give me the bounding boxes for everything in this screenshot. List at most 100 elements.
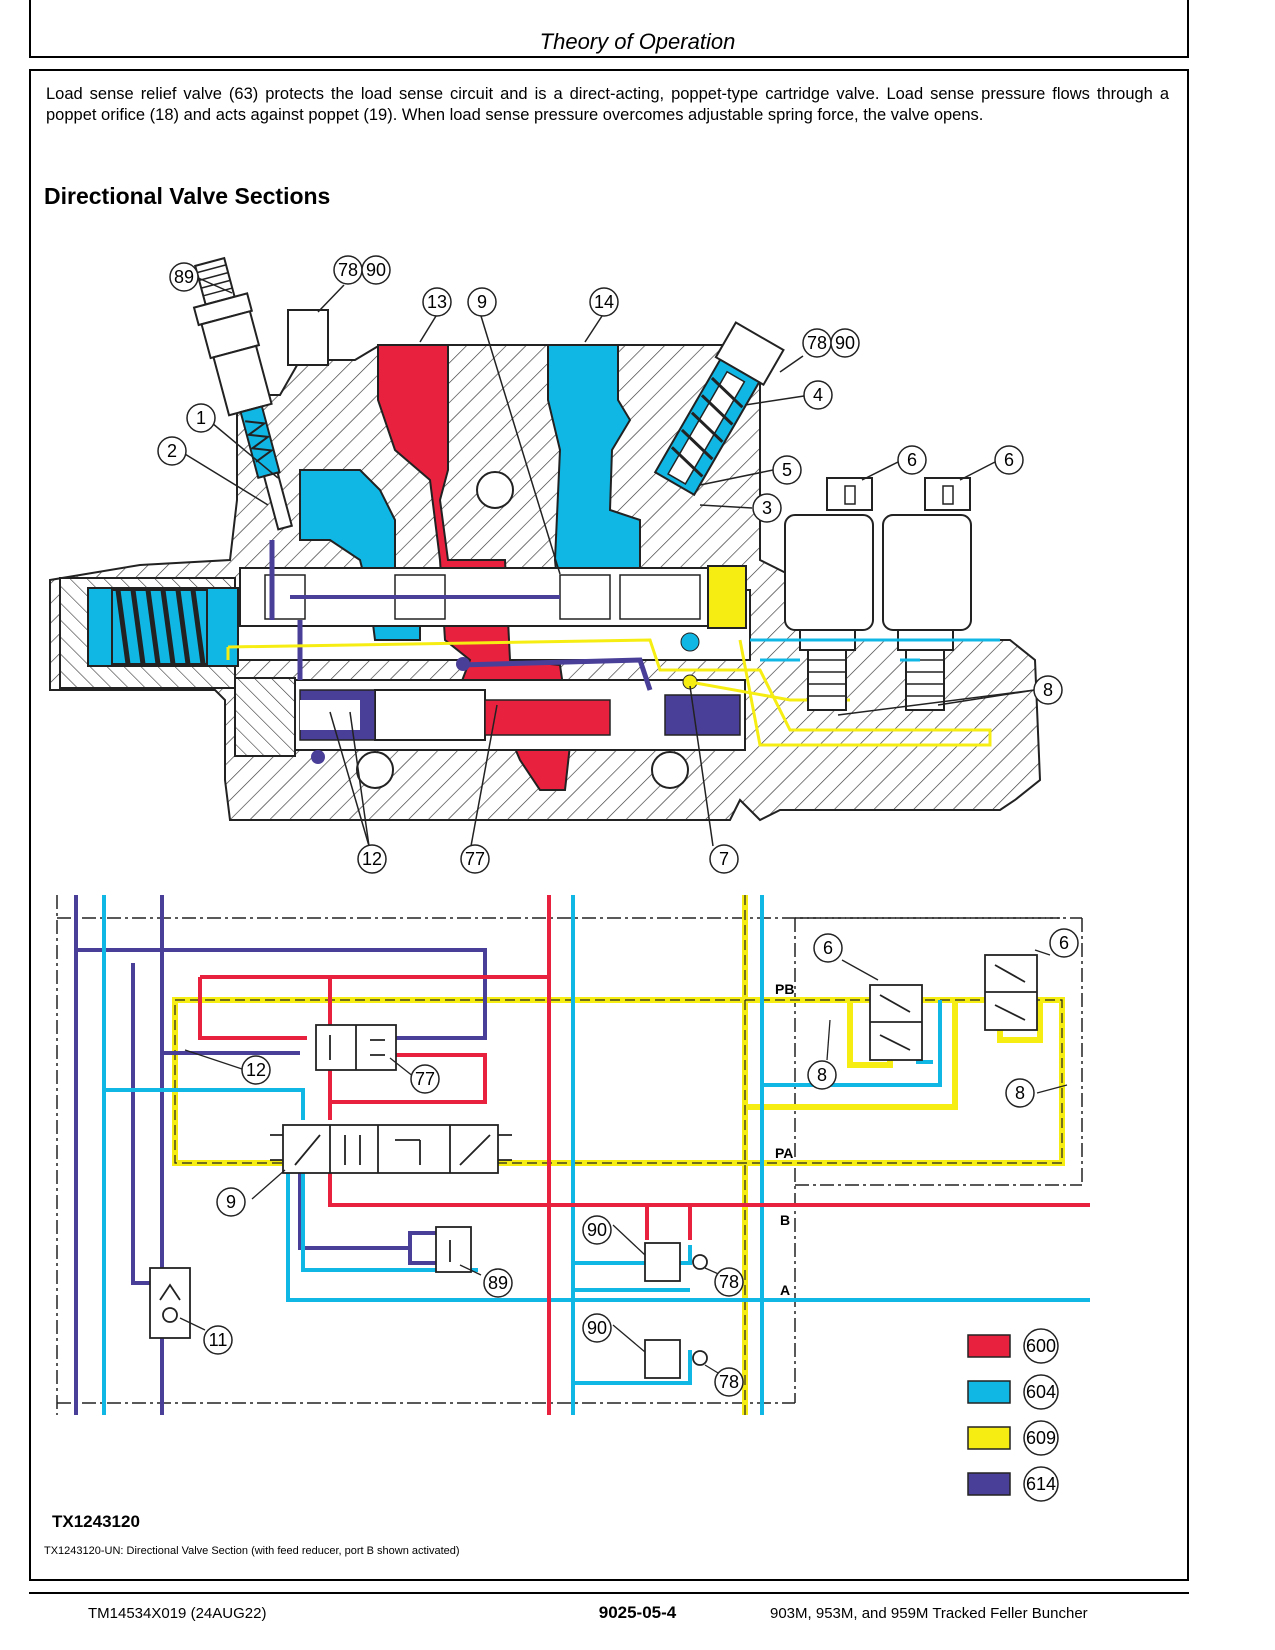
schematic-callout-9: 9 (216, 1187, 246, 1217)
port-relief-lower (644, 1339, 708, 1379)
schematic-callout-12: 12 (241, 1055, 271, 1085)
svg-text:13: 13 (427, 292, 447, 312)
schematic-callouts: 6 6 8 8 12 77 9 11 89 90 90 78 78 (203, 928, 1079, 1397)
relief-bracket (287, 309, 329, 366)
callout-5: 5 (772, 455, 802, 485)
feed-reducer-plug (234, 677, 296, 757)
schematic-callout-8: 8 (1005, 1078, 1035, 1108)
section-leader-lines (179, 276, 1036, 847)
svg-text:8: 8 (1015, 1083, 1025, 1103)
schematic-callout-89: 89 (483, 1268, 513, 1298)
header-frame (29, 0, 1189, 58)
valve-cross-section (49, 256, 1042, 822)
legend-item-609: 609 (967, 1420, 1059, 1456)
solenoid-valve-left (869, 984, 923, 1061)
section-title: Directional Valve Sections (44, 183, 331, 209)
directional-valve-symbol (270, 1124, 512, 1174)
svg-text:89: 89 (174, 267, 194, 287)
svg-text:600: 600 (1026, 1336, 1056, 1356)
svg-text:89: 89 (488, 1273, 508, 1293)
svg-text:614: 614 (1026, 1474, 1056, 1494)
svg-text:9: 9 (477, 292, 487, 312)
schematic-callout-78: 78 (714, 1267, 744, 1297)
feed-reducer-spool (374, 689, 486, 741)
solenoid-valve-right (984, 954, 1038, 1031)
pressure-passage (377, 344, 641, 791)
callout-6: 6 (994, 445, 1024, 475)
footer-rule (29, 1592, 1189, 1594)
callout-78: 78 (802, 328, 832, 358)
callout-89: 89 (169, 262, 199, 292)
callout-3: 3 (752, 493, 782, 523)
port-label-pa: PA (775, 1145, 793, 1161)
svg-text:5: 5 (782, 460, 792, 480)
color-legend: 600 604 609 614 (967, 1328, 1059, 1502)
relief-valve-89 (192, 256, 294, 531)
svg-text:6: 6 (907, 450, 917, 470)
svg-text:14: 14 (594, 292, 614, 312)
spool-end-pilot (707, 565, 747, 629)
schematic-callout-77: 77 (410, 1064, 440, 1094)
schematic-callout-11: 11 (203, 1325, 233, 1355)
schematic-callout-6: 6 (1049, 928, 1079, 958)
footer-doc-id: TM14534X019 (24AUG22) (88, 1605, 267, 1622)
figure-caption: TX1243120-UN: Directional Valve Section … (44, 1545, 460, 1557)
callout-90: 90 (830, 328, 860, 358)
svg-text:6: 6 (1059, 933, 1069, 953)
svg-text:9: 9 (226, 1192, 236, 1212)
svg-text:1: 1 (196, 408, 206, 428)
port-label-b: B (780, 1212, 790, 1228)
svg-text:4: 4 (813, 385, 823, 405)
feed-reducer-symbol (315, 1024, 397, 1071)
callout-77: 77 (460, 844, 490, 874)
schematic-callout-6: 6 (813, 933, 843, 963)
relief-89-symbol (435, 1226, 472, 1273)
legend-item-604: 604 (967, 1374, 1059, 1410)
section-callouts: 89 78 90 13 9 14 78 90 4 1 2 5 3 6 6 8 1… (157, 255, 1063, 874)
callout-2: 2 (157, 436, 187, 466)
svg-text:11: 11 (209, 1330, 228, 1350)
callout-12: 12 (357, 844, 387, 874)
svg-text:78: 78 (719, 1272, 739, 1292)
svg-text:8: 8 (1043, 680, 1053, 700)
callout-1: 1 (186, 403, 216, 433)
check-valve-symbol (149, 1267, 191, 1339)
callout-4: 4 (803, 380, 833, 410)
figure-id: TX1243120 (52, 1512, 140, 1531)
schematic-callout-78: 78 (714, 1367, 744, 1397)
svg-text:78: 78 (338, 260, 358, 280)
svg-text:7: 7 (719, 849, 729, 869)
solenoid-right (882, 477, 972, 711)
callout-8: 8 (1033, 675, 1063, 705)
svg-text:12: 12 (246, 1060, 266, 1080)
callout-14: 14 (589, 287, 619, 317)
svg-text:3: 3 (762, 498, 772, 518)
svg-text:78: 78 (719, 1372, 739, 1392)
svg-text:90: 90 (587, 1318, 607, 1338)
hydraulic-schematic (56, 895, 1090, 1415)
svg-text:90: 90 (587, 1220, 607, 1240)
svg-text:6: 6 (1004, 450, 1014, 470)
svg-text:90: 90 (835, 333, 855, 353)
port-label-a: A (780, 1282, 790, 1298)
schematic-callout-90: 90 (582, 1313, 612, 1343)
callout-7: 7 (709, 844, 739, 874)
port-relief-upper (644, 1242, 708, 1282)
callout-78: 78 (333, 255, 363, 285)
svg-text:8: 8 (817, 1065, 827, 1085)
svg-text:77: 77 (415, 1069, 435, 1089)
callout-90: 90 (361, 255, 391, 285)
legend-item-600: 600 (967, 1328, 1059, 1364)
svg-text:604: 604 (1026, 1382, 1056, 1402)
return-spring (115, 589, 206, 665)
svg-text:6: 6 (823, 938, 833, 958)
svg-text:609: 609 (1026, 1428, 1056, 1448)
footer-page-number: 9025-05-4 (598, 1603, 677, 1622)
footer-model: 903M, 953M, and 959M Tracked Feller Bunc… (770, 1605, 1088, 1622)
intro-paragraph: Load sense relief valve (63) protects th… (46, 85, 1169, 124)
port-relief-cartridge (653, 321, 785, 497)
svg-text:78: 78 (807, 333, 827, 353)
schematic-callout-8: 8 (807, 1060, 837, 1090)
legend-item-614: 614 (967, 1466, 1059, 1502)
